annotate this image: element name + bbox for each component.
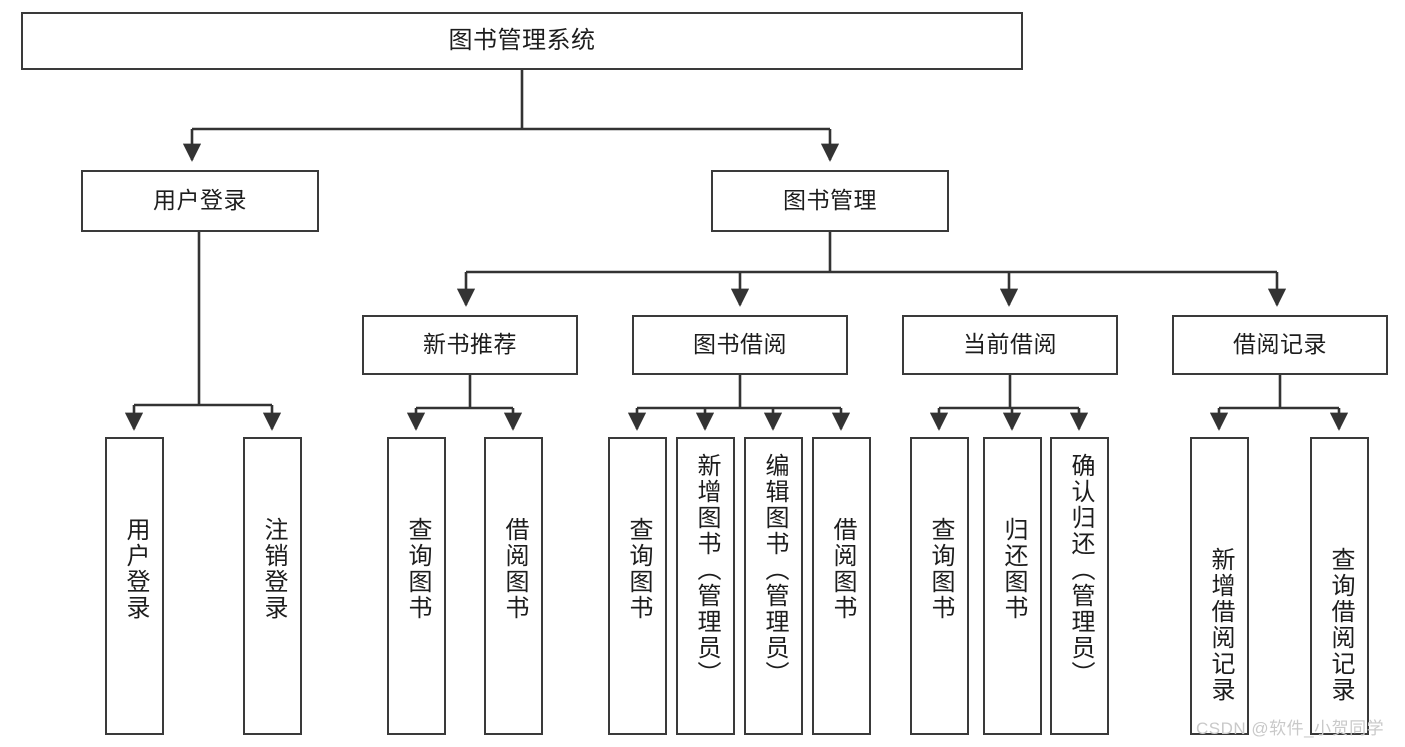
node-leaf-query-book-2[interactable]: 查询图书 <box>608 437 667 735</box>
node-leaf-logout[interactable]: 注销登录 <box>243 437 302 735</box>
node-new-book-recommend-label: 新书推荐 <box>423 331 517 358</box>
node-root-label: 图书管理系统 <box>448 26 596 54</box>
node-leaf-borrow-book-1[interactable]: 借阅图书 <box>484 437 543 735</box>
node-leaf-borrow-book-2[interactable]: 借阅图书 <box>812 437 871 735</box>
node-leaf-user-login-label: 用户登录 <box>121 517 149 621</box>
node-borrow-record-label: 借阅记录 <box>1233 331 1327 358</box>
node-user-login[interactable]: 用户登录 <box>81 170 319 232</box>
node-leaf-borrow-book-1-label: 借阅图书 <box>500 517 528 621</box>
node-leaf-edit-book-admin[interactable]: 编辑图书（管理员） <box>744 437 803 735</box>
node-book-borrow[interactable]: 图书借阅 <box>632 315 848 375</box>
node-leaf-user-login[interactable]: 用户登录 <box>105 437 164 735</box>
node-leaf-query-book-3-label: 查询图书 <box>926 517 954 621</box>
node-leaf-query-book-2-label: 查询图书 <box>624 517 652 621</box>
node-book-management[interactable]: 图书管理 <box>711 170 949 232</box>
node-leaf-confirm-return-admin-label: 确认归还（管理员） <box>1066 453 1094 687</box>
node-leaf-add-borrow-record[interactable]: 新增借阅记录 <box>1190 437 1249 735</box>
node-leaf-add-book-admin[interactable]: 新增图书（管理员） <box>676 437 735 735</box>
node-leaf-edit-book-admin-label: 编辑图书（管理员） <box>760 453 788 687</box>
node-leaf-return-book[interactable]: 归还图书 <box>983 437 1042 735</box>
node-current-borrow-label: 当前借阅 <box>963 331 1057 358</box>
node-leaf-borrow-book-2-label: 借阅图书 <box>828 517 856 621</box>
node-root[interactable]: 图书管理系统 <box>21 12 1023 70</box>
node-leaf-query-book-1-label: 查询图书 <box>403 517 431 621</box>
node-borrow-record[interactable]: 借阅记录 <box>1172 315 1388 375</box>
node-leaf-query-book-3[interactable]: 查询图书 <box>910 437 969 735</box>
node-current-borrow[interactable]: 当前借阅 <box>902 315 1118 375</box>
node-leaf-query-borrow-record-label: 查询借阅记录 <box>1326 547 1354 703</box>
node-user-login-label: 用户登录 <box>153 187 247 214</box>
node-leaf-add-book-admin-label: 新增图书（管理员） <box>692 453 720 687</box>
node-leaf-query-book-1[interactable]: 查询图书 <box>387 437 446 735</box>
node-new-book-recommend[interactable]: 新书推荐 <box>362 315 578 375</box>
node-leaf-confirm-return-admin[interactable]: 确认归还（管理员） <box>1050 437 1109 735</box>
node-leaf-query-borrow-record[interactable]: 查询借阅记录 <box>1310 437 1369 735</box>
node-book-management-label: 图书管理 <box>783 187 877 214</box>
csdn-watermark: CSDN @软件_小贺同学 <box>1196 719 1385 738</box>
node-leaf-logout-label: 注销登录 <box>259 517 287 621</box>
node-leaf-add-borrow-record-label: 新增借阅记录 <box>1206 547 1234 703</box>
node-leaf-return-book-label: 归还图书 <box>999 517 1027 621</box>
node-book-borrow-label: 图书借阅 <box>693 331 787 358</box>
